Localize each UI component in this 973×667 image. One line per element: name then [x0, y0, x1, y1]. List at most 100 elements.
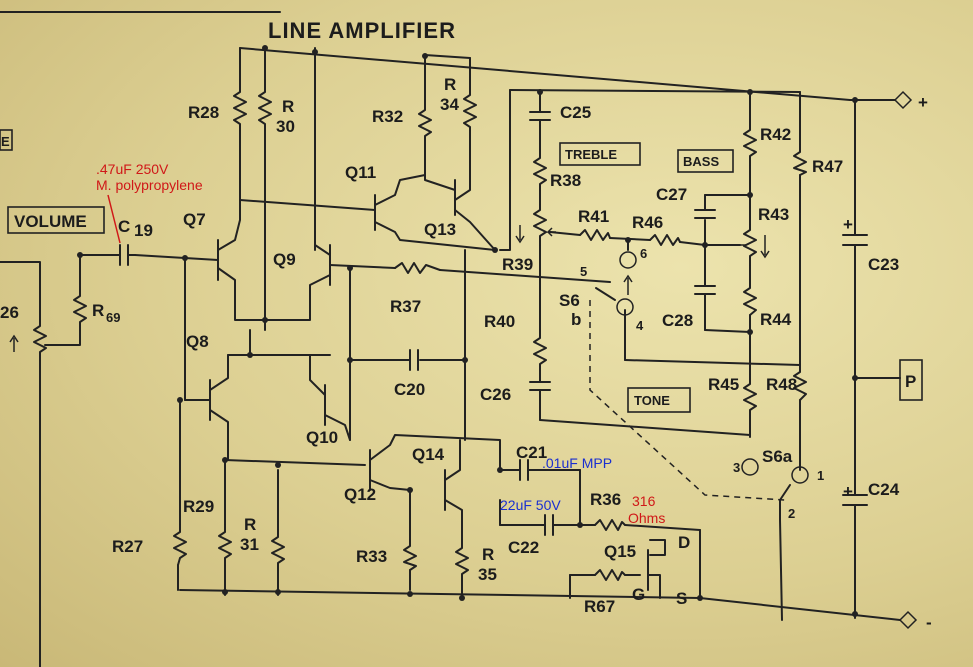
label-c19b: 19	[134, 221, 153, 240]
label-q10: Q10	[306, 428, 338, 447]
terminal-6	[619, 251, 637, 269]
label-r32: R32	[372, 107, 403, 126]
label-pin4: 4	[636, 318, 644, 333]
label-r33: R33	[356, 547, 387, 566]
label-q13: Q13	[424, 220, 456, 239]
label-r31a: R	[244, 515, 256, 534]
label-c27: C27	[656, 185, 687, 204]
label-r43: R43	[758, 205, 789, 224]
label-c22: C22	[508, 538, 539, 557]
switch-gang-link	[589, 300, 786, 501]
label-c24-plus: +	[843, 482, 853, 501]
label-s6a: S6a	[762, 447, 793, 466]
capacitor-c27	[694, 209, 716, 219]
label-r46: R46	[632, 213, 663, 232]
annotation-r36-unit: Ohms	[628, 510, 665, 526]
junction-dots	[77, 45, 858, 617]
volume-box	[7, 206, 105, 234]
resistor-r44	[743, 279, 757, 316]
switch-s6b-contact	[616, 298, 634, 316]
label-r30a: R	[282, 97, 294, 116]
label-c23: C23	[868, 255, 899, 274]
terminal-plus	[893, 90, 913, 110]
capacitors	[119, 109, 868, 536]
label-r42: R42	[760, 125, 791, 144]
annotation-c21-value: .01uF MPP	[542, 455, 612, 471]
minus-terminal-label: -	[926, 613, 932, 632]
label-d: D	[678, 533, 690, 552]
resistor-r32	[418, 99, 432, 141]
resistor-r34	[463, 79, 477, 131]
resistor-r31	[271, 529, 285, 571]
resistor-r28	[233, 79, 247, 131]
label-r34b: 34	[440, 95, 459, 114]
label-c25: C25	[560, 103, 591, 122]
tone-label: TONE	[634, 393, 670, 408]
label-g: G	[632, 585, 645, 604]
label-c21: C21	[516, 443, 547, 462]
p-box	[899, 359, 923, 401]
resistor-r37	[394, 262, 441, 274]
label-r69b: 69	[106, 310, 120, 325]
terminal-3	[741, 458, 759, 476]
resistor-r29	[218, 524, 232, 566]
label-c20: C20	[394, 380, 425, 399]
edge-e-label: E	[1, 134, 10, 149]
resistor-r40	[533, 329, 547, 371]
capacitor-c22	[544, 514, 561, 536]
treble-label: TREBLE	[565, 147, 617, 162]
annotation-c19-type: M. polypropylene	[96, 177, 203, 193]
capacitor-c20	[409, 349, 419, 371]
edge-e-box	[0, 129, 13, 151]
terminals	[893, 90, 918, 630]
label-c23-plus: +	[843, 215, 853, 234]
label-s6: S6	[559, 291, 580, 310]
pot-volume-r26	[33, 319, 47, 361]
pot-r39-wiper	[546, 227, 556, 237]
tone-box	[627, 387, 691, 413]
resistor-r47	[793, 144, 807, 176]
bass-box	[677, 149, 734, 173]
capacitor-c21	[519, 459, 546, 481]
plus-terminal-label: +	[918, 93, 928, 112]
label-r44: R44	[760, 310, 792, 329]
p-label: P	[905, 372, 916, 391]
resistor-r30	[258, 79, 272, 131]
capacitor-c25	[529, 109, 551, 126]
resistor-r41	[579, 229, 611, 241]
label-c28: C28	[662, 311, 693, 330]
capacitor-c26	[529, 379, 551, 401]
switch-s6	[589, 251, 809, 501]
volume-label: VOLUME	[14, 212, 87, 231]
label-c26: C26	[480, 385, 511, 404]
label-r47: R47	[812, 157, 843, 176]
resistor-r33	[403, 539, 417, 571]
label-r67: R67	[584, 597, 615, 616]
label-q12: Q12	[344, 485, 376, 504]
label-r40: R40	[484, 312, 515, 331]
label-pin5: 5	[580, 264, 587, 279]
bass-label: BASS	[683, 154, 719, 169]
label-pin3: 3	[733, 460, 740, 475]
annotation-c19-value: .47uF 250V	[96, 161, 169, 177]
resistor-r38	[533, 149, 547, 191]
label-r34a: R	[444, 75, 456, 94]
resistor-r69	[73, 289, 87, 331]
label-q11: Q11	[345, 163, 376, 182]
label-pin6: 6	[640, 246, 647, 261]
label-r48: R48	[766, 375, 797, 394]
annotation-c19-pointer	[107, 194, 121, 244]
pot-r39	[533, 204, 547, 246]
capacitor-c28	[694, 285, 716, 295]
label-r39: R39	[502, 255, 533, 274]
resistor-r48	[793, 364, 807, 401]
resistors	[33, 79, 807, 581]
label-r37: R37	[390, 297, 421, 316]
label-r38: R38	[550, 171, 581, 190]
label-pin1: 1	[817, 468, 824, 483]
label-q9: Q9	[273, 250, 296, 269]
label-r35a: R	[482, 545, 494, 564]
annotation-r36-value: 316	[632, 493, 656, 509]
direction-arrows	[9, 225, 770, 352]
